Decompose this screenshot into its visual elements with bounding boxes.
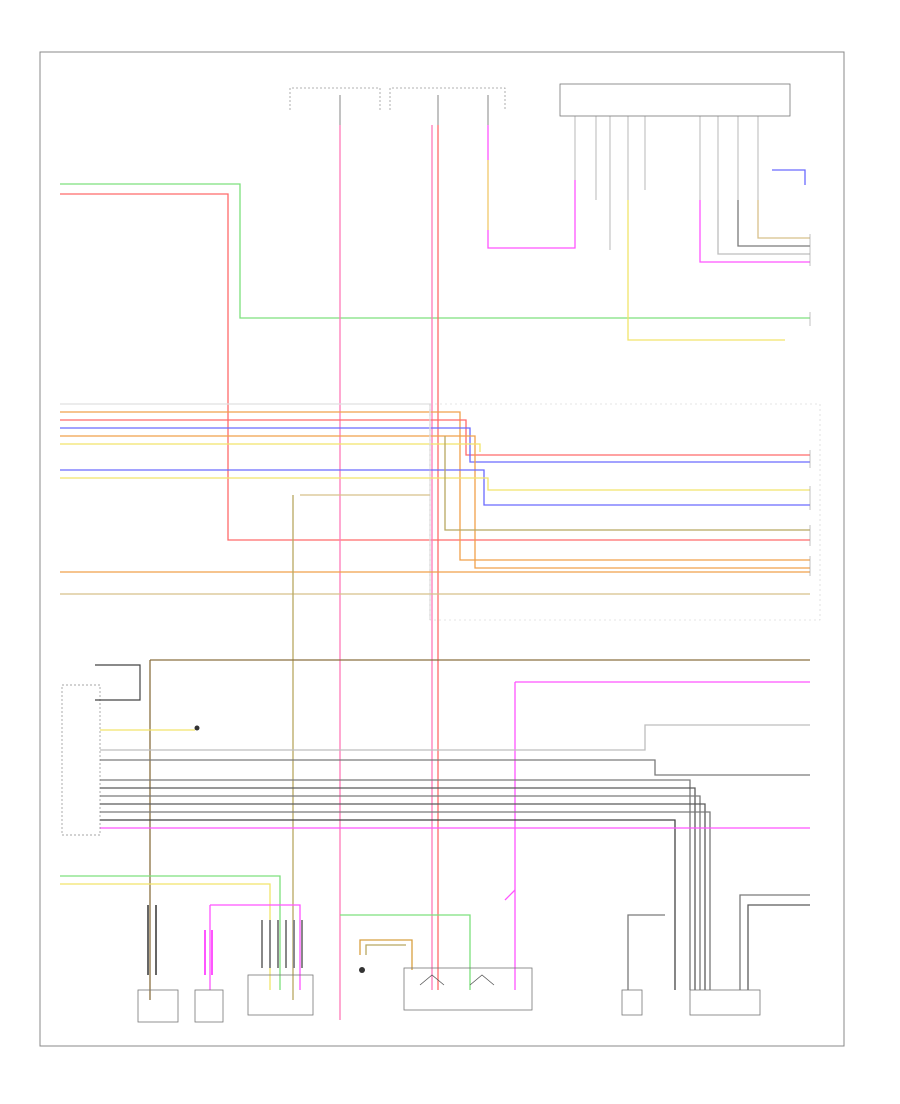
- fuse-block-center: [389, 87, 506, 125]
- wire-green-relay: [340, 914, 471, 990]
- wire-orange-4: [60, 435, 810, 569]
- wire-grey-rb1: [627, 914, 665, 990]
- wire-magenta-fuse3: [487, 125, 576, 249]
- wire-grey-h: [100, 819, 676, 990]
- wire-magenta-relay: [504, 889, 516, 901]
- wire-magenta-bot: [210, 904, 301, 990]
- wire-yellow-8: [60, 477, 810, 491]
- bundle-outline: [429, 403, 821, 621]
- ground-sensor: [359, 967, 365, 973]
- wire-blue-7: [60, 469, 810, 506]
- wire-grey-rb2: [739, 894, 810, 990]
- wire-grey-a: [100, 724, 810, 751]
- comp-2: [194, 930, 224, 1023]
- wire-grey-e: [100, 795, 701, 990]
- wire-grey-tr3: [737, 200, 810, 247]
- wire-orange-1: [60, 411, 810, 561]
- fuse-block-left: [289, 87, 381, 125]
- wire-grey-rb3: [747, 904, 810, 990]
- wire-yellow-5: [60, 443, 481, 452]
- wire-grey-g: [100, 811, 711, 990]
- wire-yellow-sensor: [627, 200, 785, 341]
- comp-3: [247, 920, 314, 1016]
- junction-block-top-right: [559, 83, 791, 250]
- wire-yellow-bot: [60, 883, 271, 990]
- wire-grey-d: [100, 787, 696, 990]
- wire-red-2: [60, 419, 810, 456]
- wire-green-top: [60, 183, 810, 319]
- wire-harness: [60, 125, 810, 1020]
- diagram-frame: [39, 51, 845, 1047]
- wire-tan-tr4: [757, 200, 810, 239]
- relay-module: [403, 967, 533, 1011]
- connector-module-left: [61, 664, 200, 836]
- wire-olive-9: [444, 436, 810, 531]
- comp-1: [137, 905, 179, 1023]
- comp-right-1: [621, 989, 643, 1016]
- wire-grey-f: [100, 803, 706, 990]
- wire-grey-b: [100, 759, 810, 776]
- wire-magenta-tr1: [699, 200, 810, 263]
- wire-red-left: [60, 193, 810, 541]
- wire-grey-tr2: [717, 200, 810, 255]
- wire-grey-c: [100, 779, 691, 990]
- wire-blue-tr5: [772, 169, 806, 185]
- wire-green-bot: [60, 875, 281, 990]
- wire-blue-3: [60, 427, 810, 463]
- wire-orange-ground: [359, 939, 413, 970]
- wire-olive-ground: [365, 944, 406, 955]
- comp-right-2: [689, 989, 761, 1016]
